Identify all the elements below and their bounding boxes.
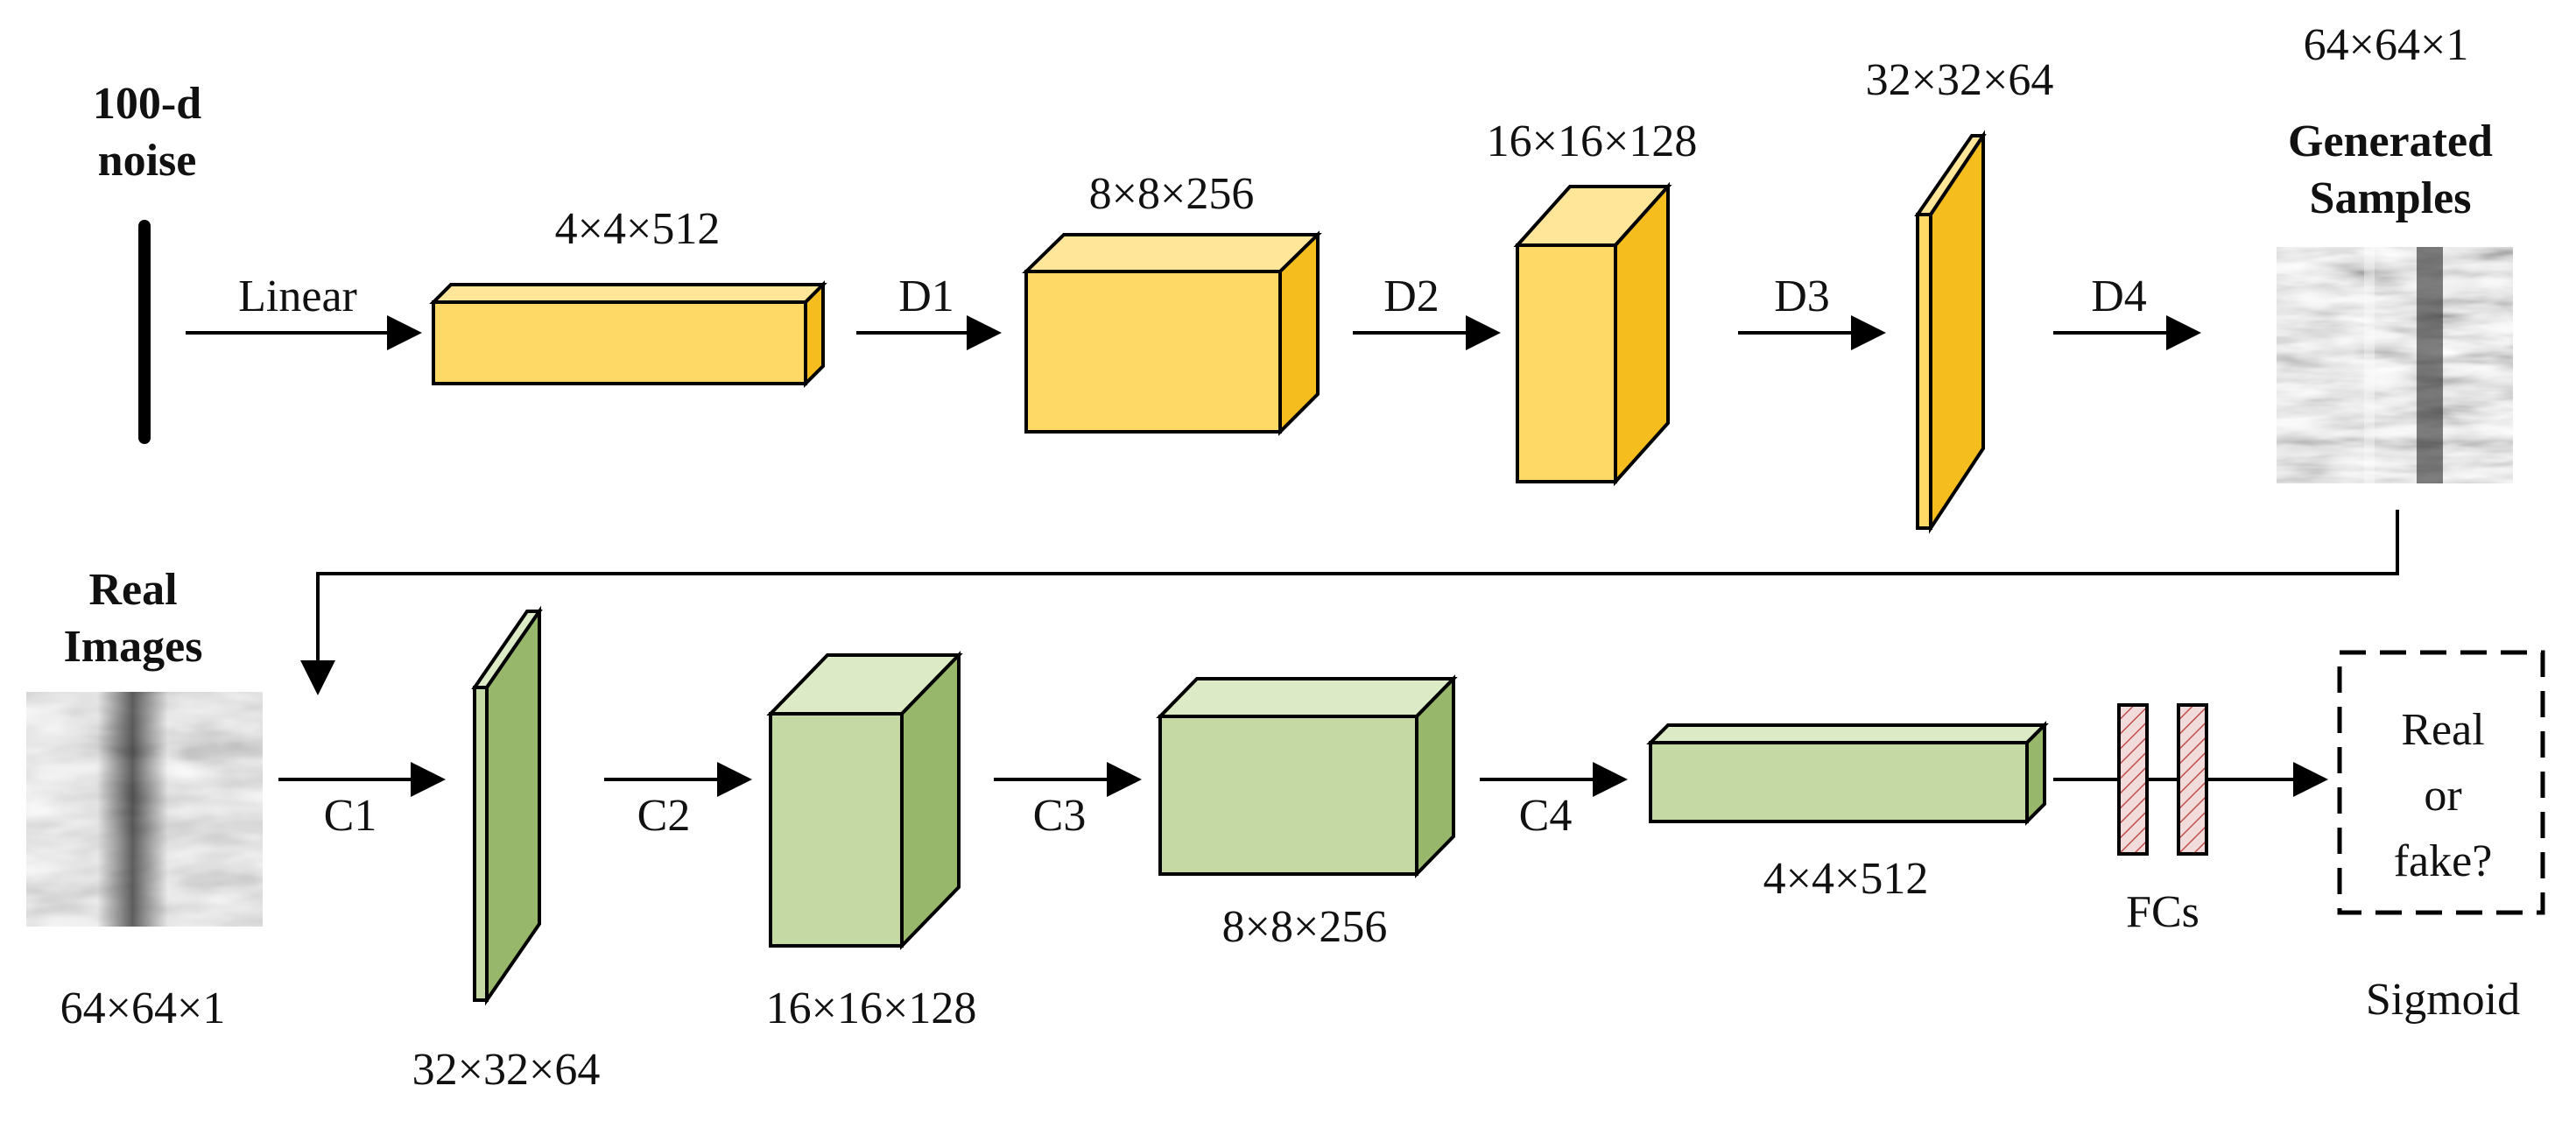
gen-dim-3: 16×16×128: [1487, 116, 1698, 166]
disc-block-16x16x128: [766, 651, 963, 950]
gen-dim-4: 32×32×64: [1866, 55, 2054, 105]
gen-block-16x16x128: [1513, 181, 1672, 487]
noise-label-line2: noise: [98, 136, 197, 186]
fc-label: FCs: [2126, 887, 2199, 937]
real-images-label-line2: Images: [64, 622, 203, 672]
op-c3: C3: [1033, 791, 1087, 841]
output-box: [2337, 650, 2545, 915]
generated-sample-image: [2277, 247, 2513, 483]
activation-label: Sigmoid: [2366, 975, 2520, 1025]
op-c1: C1: [324, 791, 377, 841]
disc-block-8x8x256: [1156, 674, 1458, 878]
fc-layer-2: [2177, 703, 2208, 856]
op-d4: D4: [2091, 271, 2147, 321]
generated-label-line2: Samples: [2310, 173, 2472, 223]
op-d3: D3: [1774, 271, 1830, 321]
disc-dim-1: 32×32×64: [412, 1045, 601, 1095]
op-d1: D1: [898, 271, 954, 321]
output-line2: or: [2424, 771, 2461, 821]
real-images-dim: 64×64×1: [60, 984, 226, 1033]
gen-dim-1: 4×4×512: [555, 204, 721, 254]
gen-dim-2: 8×8×256: [1089, 169, 1255, 219]
op-linear: Linear: [238, 271, 357, 321]
gen-block-8x8x256: [1022, 230, 1322, 436]
disc-dim-4: 4×4×512: [1763, 854, 1929, 904]
generated-label-line1: Generated: [2288, 116, 2493, 166]
real-image-sample: [26, 692, 263, 927]
connector-generated-to-discriminator: [300, 510, 2399, 695]
disc-dim-3: 8×8×256: [1222, 902, 1388, 952]
disc-dim-2: 16×16×128: [766, 984, 977, 1033]
gen-block-4x4x512: [429, 280, 827, 388]
noise-label-line1: 100-d: [93, 79, 201, 129]
disc-block-32x32x64: [471, 605, 543, 1006]
output-line1: Real: [2401, 705, 2484, 755]
op-c4: C4: [1519, 791, 1573, 841]
op-d2: D2: [1383, 271, 1439, 321]
real-images-label-line1: Real: [88, 565, 177, 615]
output-line3: fake?: [2394, 836, 2493, 886]
disc-block-4x4x512: [1646, 721, 2049, 826]
fc-layer-1: [2117, 703, 2149, 856]
gen-block-32x32x64: [1914, 130, 1987, 534]
op-c2: C2: [637, 791, 691, 841]
gen-output-dim: 64×64×1: [2304, 20, 2469, 70]
